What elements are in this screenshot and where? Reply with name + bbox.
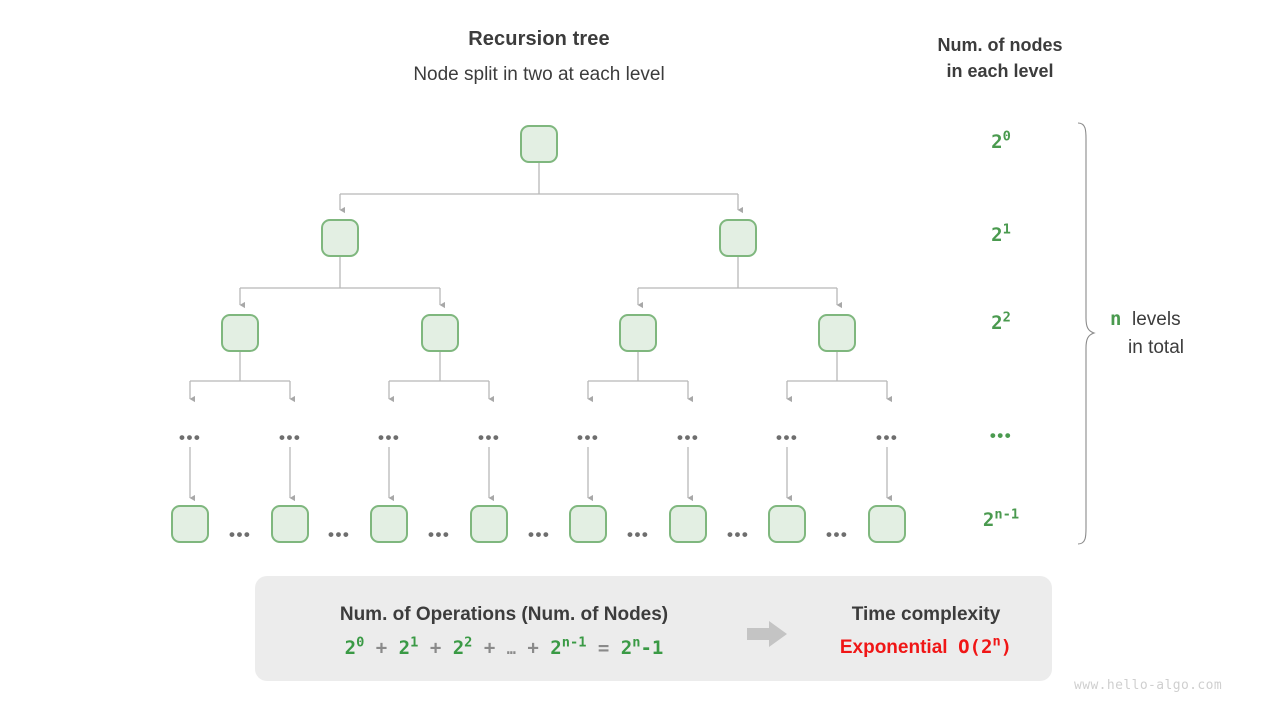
tree-node [370, 505, 408, 543]
tree-node [421, 314, 459, 352]
tree-node [569, 505, 607, 543]
level-node-count-0: 20 [946, 130, 1056, 153]
tree-node [271, 505, 309, 543]
formula-plus: + [429, 637, 442, 659]
formula-term-0: 20 [344, 634, 365, 659]
level-count-base: ••• [989, 426, 1013, 445]
level-count-exponent: 2 [1002, 309, 1011, 326]
tree-row-separator: ••• [428, 525, 451, 544]
tree-ellipsis: ••• [378, 428, 401, 447]
time-complexity-value: Exponential O(2n) [800, 633, 1052, 658]
summary-panel [255, 576, 1052, 681]
level-count-exponent: n-1 [994, 506, 1020, 523]
tree-node [171, 505, 209, 543]
time-complexity-notation: O(2n) [958, 633, 1013, 658]
levels-word: levels [1132, 309, 1181, 330]
tree-node [619, 314, 657, 352]
tree-ellipsis: ••• [677, 428, 700, 447]
operations-title: Num. of Operations (Num. of Nodes) [339, 604, 669, 625]
tree-row-separator: ••• [528, 525, 551, 544]
level-node-count-2: 22 [946, 311, 1056, 334]
level-count-base: 2 [991, 312, 1003, 334]
operations-formula: 20 + 21 + 22 + … + 2n-1 = 2n-1 [285, 634, 723, 659]
tree-node [321, 219, 359, 257]
formula-plus: + [527, 637, 539, 659]
nodes-column-title-line1: Num. of nodes [937, 35, 1063, 55]
tree-node [470, 505, 508, 543]
level-node-count-ellipsis: ••• [946, 427, 1056, 444]
tree-node [719, 219, 757, 257]
formula-result: 2n-1 [620, 634, 664, 659]
total-levels-line2: in total [1128, 337, 1184, 358]
nodes-column-title: Num. of nodes in each level [900, 32, 1100, 84]
page-title: Recursion tree [468, 28, 610, 50]
tree-ellipsis: ••• [577, 428, 600, 447]
tree-node [868, 505, 906, 543]
level-node-count-last: 2n-1 [946, 508, 1056, 531]
levels-brace [1077, 122, 1096, 545]
level-node-count-1: 21 [946, 223, 1056, 246]
tree-row-separator: ••• [826, 525, 849, 544]
tree-ellipsis: ••• [179, 428, 202, 447]
level-count-base: 2 [982, 509, 995, 531]
formula-term-2: 22 [452, 634, 473, 659]
tree-node [520, 125, 558, 163]
time-complexity-label: Exponential [839, 637, 948, 658]
level-count-base: 2 [991, 131, 1003, 153]
tree-node [768, 505, 806, 543]
tree-node [818, 314, 856, 352]
arrow-right-icon [747, 621, 787, 647]
formula-term-1: 21 [398, 634, 419, 659]
tree-ellipsis: ••• [776, 428, 799, 447]
levels-variable: n [1110, 308, 1122, 330]
nodes-column-title-line2: in each level [946, 61, 1054, 81]
level-count-exponent: 0 [1002, 128, 1011, 145]
formula-ellipsis: … [506, 640, 516, 658]
tree-node [221, 314, 259, 352]
formula-plus: + [375, 637, 388, 659]
level-count-base: 2 [991, 224, 1003, 246]
watermark: www.hello-algo.com [1074, 678, 1223, 693]
level-count-exponent: 1 [1002, 221, 1011, 238]
tree-row-separator: ••• [627, 525, 650, 544]
tree-ellipsis: ••• [279, 428, 302, 447]
tree-node [669, 505, 707, 543]
time-complexity-title: Time complexity [851, 604, 1001, 625]
formula-plus: + [483, 637, 496, 659]
tree-ellipsis: ••• [478, 428, 501, 447]
total-levels-line1: n levels [1110, 305, 1270, 334]
formula-last-term: 2n-1 [550, 634, 587, 659]
tree-row-separator: ••• [727, 525, 750, 544]
tree-row-separator: ••• [229, 525, 252, 544]
page-subtitle: Node split in two at each level [413, 64, 665, 85]
tree-ellipsis: ••• [876, 428, 899, 447]
formula-equals: = [597, 637, 610, 659]
tree-row-separator: ••• [328, 525, 351, 544]
total-levels-label: n levels in total [1110, 305, 1270, 362]
